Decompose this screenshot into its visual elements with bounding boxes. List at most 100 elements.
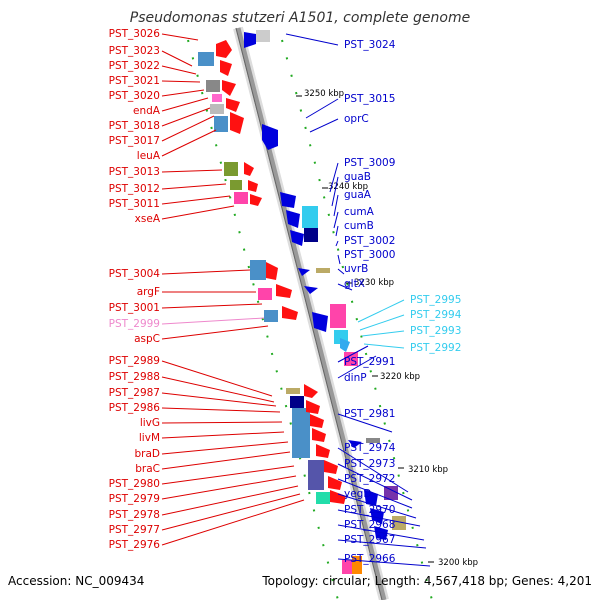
label-leader-line [161,89,205,97]
label-leader-line [161,360,273,397]
gene-label[interactable]: gltX [344,278,365,290]
gene-label[interactable]: PST_3023 [109,45,160,57]
gene-label[interactable]: PST_2970 [344,504,395,516]
gene-label[interactable]: PST_2966 [344,553,396,565]
gene-label[interactable]: xseA [135,213,161,225]
gene-label[interactable]: cumA [344,206,375,218]
label-leader-line [337,509,421,527]
gene-label[interactable]: PST_2993 [410,325,461,337]
gene-label[interactable]: PST_3024 [344,39,396,51]
gene-label[interactable]: PST_2974 [344,442,396,454]
gene-label[interactable]: PST_2989 [109,355,160,367]
gene-label[interactable]: PST_3012 [109,183,160,195]
scale-markers: 3250 kbp 3240 kbp 3230 kbp 3220 kbp 3210… [296,89,478,568]
tick-track-right [281,39,433,600]
gene-label[interactable]: PST_3004 [109,268,161,280]
label-leader-line [331,176,339,207]
gene-label[interactable]: guaB [344,171,371,183]
accession-text: Accession: NC_009434 [8,574,144,588]
gene-label[interactable]: PST_2980 [109,478,160,490]
gene-label[interactable]: uvrB [344,263,368,275]
label-leader-line [361,330,405,337]
scale-mark-label: 3200 kbp [438,558,478,568]
gene-label[interactable]: leuA [137,150,161,162]
gene-label[interactable]: PST_3001 [109,302,160,314]
gene-label[interactable]: PST_3018 [109,120,160,132]
gene-arrow [304,286,318,294]
gene-label[interactable]: braC [135,463,160,475]
label-leader-line [333,194,339,217]
gene-label[interactable]: PST_3000 [344,249,395,261]
gene-label[interactable]: PST_2972 [344,473,395,485]
label-leader-line [161,97,209,112]
gene-label[interactable]: PST_2968 [344,519,395,531]
label-leader-line [359,314,405,331]
gene-arrow [370,508,384,524]
gene-label[interactable]: aspC [134,333,160,345]
gene-label[interactable]: PST_2988 [109,371,160,383]
label-leader-line [337,345,369,363]
gene-label[interactable]: PST_2978 [109,509,160,521]
gene-label[interactable]: PST_2976 [109,539,161,551]
gene-label[interactable]: braD [134,448,160,460]
label-leader-line [337,478,413,509]
gene-label[interactable]: PST_2994 [410,309,462,321]
gene-label[interactable]: PST_2986 [109,402,161,414]
label-leader-line [161,115,215,142]
gene-arrow [216,40,232,58]
gene-label[interactable]: oprC [344,113,369,125]
gene-label[interactable]: PST_2992 [410,342,461,354]
gene-label[interactable]: PST_2999 [109,318,160,330]
gene-block [206,80,220,92]
gene-label[interactable]: PST_3022 [109,60,160,72]
label-leader-line [161,475,297,500]
gene-label[interactable]: PST_3017 [109,135,160,147]
tick-track-left [187,39,339,600]
label-leader-line [161,169,223,173]
gene-label[interactable]: PST_3026 [109,28,161,40]
label-leader-line [363,343,405,349]
label-leader-line [285,33,339,46]
gene-label[interactable]: yegD [344,488,371,500]
gene-label[interactable]: PST_2981 [344,408,395,420]
gene-label[interactable]: PST_2967 [344,534,395,546]
gene-label[interactable]: argF [137,286,160,298]
label-leader-line [161,205,235,220]
gene-label[interactable]: PST_3002 [344,235,395,247]
gene-label[interactable]: PST_3011 [109,198,160,210]
gene-arrow [348,440,362,448]
gene-label[interactable]: PST_2987 [109,387,160,399]
gene-label[interactable]: PST_3021 [109,75,160,87]
gene-block [210,104,224,114]
label-leader-line [333,211,339,229]
scale-mark-label: 3230 kbp [354,278,394,288]
gene-label[interactable]: PST_2973 [344,458,395,470]
gene-label[interactable]: PST_2991 [344,356,395,368]
gene-block [224,162,238,176]
gene-label[interactable]: livM [139,432,160,444]
gene-block [258,288,272,300]
gene-label[interactable]: dinP [344,372,367,384]
gene-label[interactable]: PST_3013 [109,166,160,178]
label-leader-line [161,499,305,546]
gene-label[interactable]: PST_3015 [344,93,395,105]
gene-label[interactable]: PST_3020 [109,90,160,102]
gene-block [234,192,248,204]
gene-label[interactable]: PST_2995 [410,294,461,306]
gene-arrow [262,124,278,150]
gene-label[interactable]: guaA [344,189,372,201]
gene-label[interactable]: livG [140,417,160,429]
topology-text: Topology: circular; Length: 4,567,418 bp… [261,574,592,588]
gene-label[interactable]: cumB [344,220,374,232]
label-leader-line [305,98,339,119]
gene-block [212,94,222,102]
gene-label[interactable]: PST_2977 [109,524,160,536]
gene-label[interactable]: endA [133,105,161,117]
gene-arrow [220,60,232,76]
gene-label[interactable]: PST_3009 [344,157,395,169]
label-leader-line [161,183,227,190]
gene-arrow [282,306,298,320]
gene-arrow [244,32,256,48]
gene-label[interactable]: PST_2979 [109,493,160,505]
